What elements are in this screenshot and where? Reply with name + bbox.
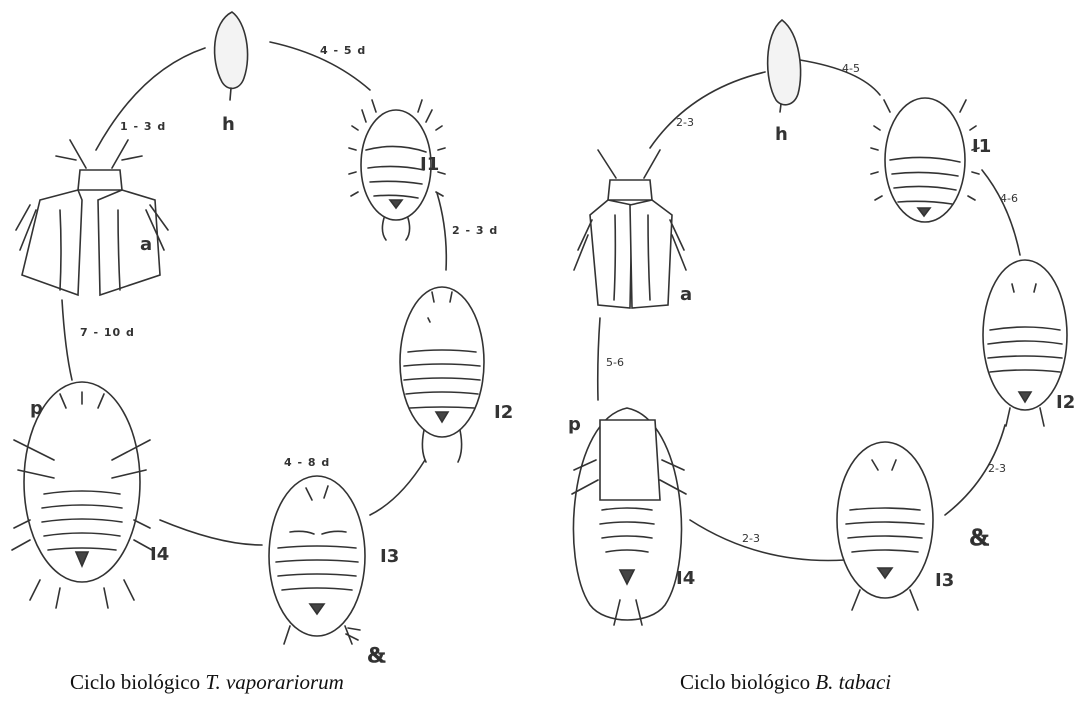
- left-instar2-illustration: [400, 287, 484, 462]
- right-instar2-illustration: [983, 260, 1067, 426]
- left-label-adult: a: [140, 234, 152, 255]
- right-duration-I1-I2: 4-6: [1000, 192, 1018, 205]
- left-label-instar4: I4: [150, 544, 169, 565]
- right-duration-I2-I3: 2-3: [988, 462, 1006, 475]
- right-caption: Ciclo biológico B. tabaci: [680, 670, 891, 695]
- right-caption-prefix: Ciclo biológico: [680, 670, 815, 694]
- left-instar3-illustration: [269, 476, 365, 644]
- left-caption-species: T. vaporariorum: [205, 670, 343, 694]
- life-cycle-diagrams: &: [0, 0, 1081, 670]
- left-caption-prefix: Ciclo biológico: [70, 670, 205, 694]
- left-adult-illustration: [16, 140, 168, 295]
- right-egg-illustration: [768, 20, 801, 112]
- left-label-instar2: I2: [494, 402, 513, 423]
- left-caption: Ciclo biológico T. vaporariorum: [70, 670, 344, 695]
- right-instar4-illustration: [572, 408, 686, 625]
- right-duration-egg-I1: 4-5: [842, 62, 860, 75]
- left-label-pupa: p: [30, 398, 43, 419]
- right-duration-I3-I4: 2-3: [742, 532, 760, 545]
- right-caption-species: B. tabaci: [815, 670, 891, 694]
- right-label-pupa: p: [568, 414, 581, 435]
- left-duration-egg-I1: 4 - 5 d: [320, 44, 366, 57]
- right-adult-illustration: [574, 150, 686, 308]
- right-duration-I4-adult: 5-6: [606, 356, 624, 369]
- left-duration-I4-adult: 7 - 10 d: [80, 326, 135, 339]
- right-label-instar4: I4: [676, 568, 695, 589]
- right-instar3-illustration: [837, 442, 933, 610]
- left-duration-adult-egg: 1 - 3 d: [120, 120, 166, 133]
- svg-text:&: &: [368, 642, 385, 667]
- right-label-egg: h: [775, 124, 788, 145]
- left-duration-I1-I2: 2 - 3 d: [452, 224, 498, 237]
- right-label-instar3: I3: [935, 570, 954, 591]
- right-label-instar1: I1: [972, 136, 991, 157]
- left-duration-I3: 4 - 8 d: [284, 456, 330, 469]
- left-egg-illustration: [215, 12, 248, 100]
- left-label-instar3: I3: [380, 546, 399, 567]
- right-label-instar2: I2: [1056, 392, 1075, 413]
- right-duration-adult-egg: 2-3: [676, 116, 694, 129]
- left-label-instar1: I1: [420, 154, 439, 175]
- left-label-egg: h: [222, 114, 235, 135]
- svg-text:&: &: [970, 525, 989, 551]
- right-label-adult: a: [680, 284, 692, 305]
- right-instar1-illustration: [871, 98, 979, 222]
